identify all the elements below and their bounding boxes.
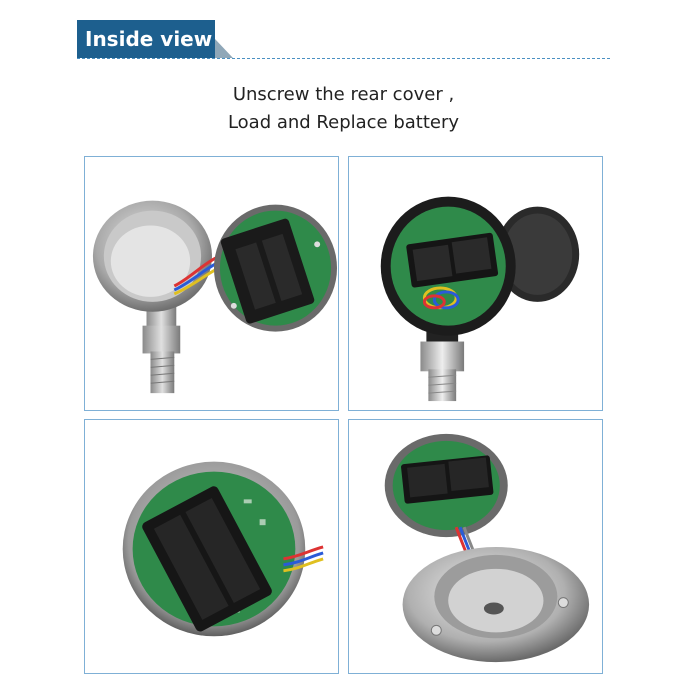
title-corner-decoration (215, 39, 233, 58)
photo-panel-1 (84, 156, 339, 411)
title-divider (77, 58, 610, 59)
instruction-line-1: Unscrew the rear cover , (232, 84, 455, 105)
photo-panel-3 (84, 419, 339, 674)
black-housing-open-photo-icon (349, 157, 602, 410)
instruction-line-2: Load and Replace battery (227, 112, 460, 133)
photo-panel-2 (348, 156, 603, 411)
flange-gauge-open-photo-icon (349, 420, 602, 673)
section-title: Inside view (77, 20, 215, 58)
photo-panel-4 (348, 419, 603, 674)
battery-board-closeup-photo-icon (85, 420, 338, 673)
open-gauge-battery-photo-icon (85, 157, 338, 410)
